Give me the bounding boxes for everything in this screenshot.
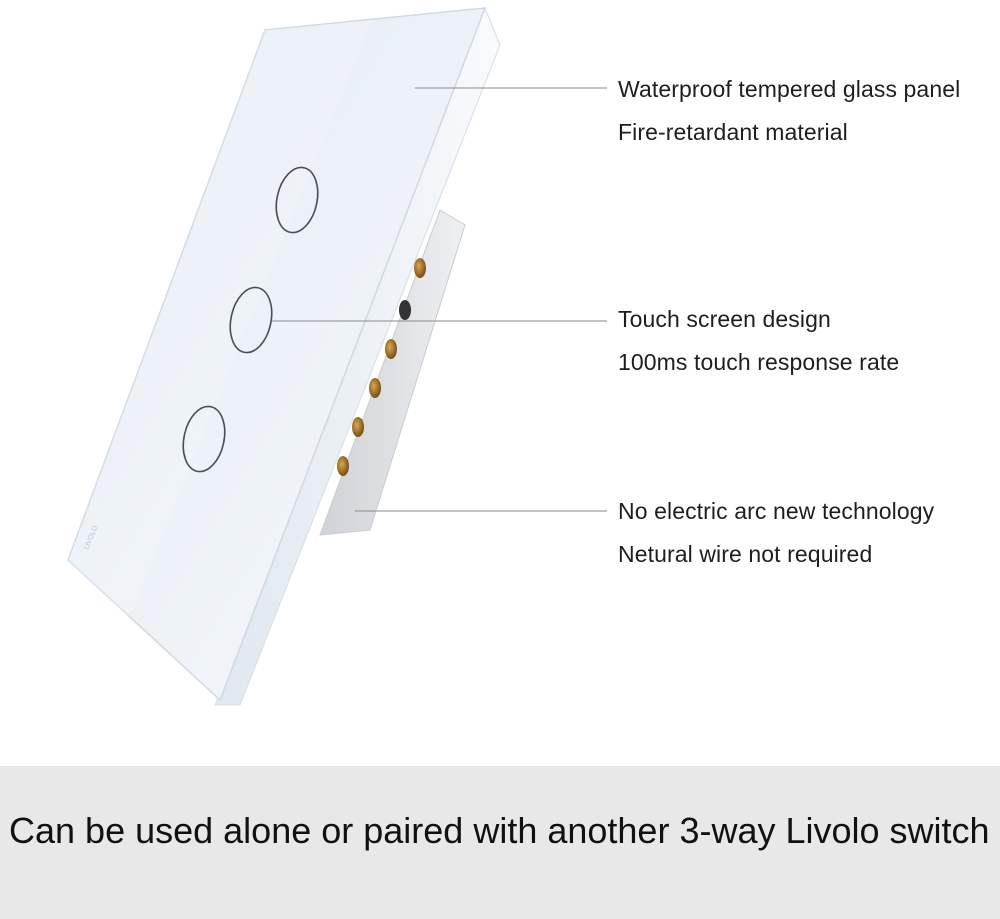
- terminal-screw-3: [385, 339, 397, 359]
- touch-button-3[interactable]: [178, 403, 231, 476]
- glass-panel: [67, 7, 487, 702]
- callout-3-line-1: No electric arc new technology: [618, 498, 935, 524]
- terminal-screw-5: [352, 417, 364, 437]
- touch-button-2[interactable]: [225, 284, 278, 357]
- touch-button-1[interactable]: [271, 164, 324, 237]
- terminal-screw-6: [337, 456, 349, 476]
- callout-2-line-2: 100ms touch response rate: [618, 349, 900, 375]
- footer-band: [0, 766, 1000, 919]
- footer-caption: Can be used alone or paired with another…: [9, 810, 990, 851]
- switch-illustration: LIVOLO: [67, 6, 607, 706]
- callout-3-line-2: Netural wire not required: [618, 541, 873, 567]
- callout-1-line-2: Fire-retardant material: [618, 119, 848, 145]
- callout-1-line-1: Waterproof tempered glass panel: [618, 76, 961, 102]
- callout-2-line-1: Touch screen design: [618, 306, 831, 332]
- terminal-screw-4: [369, 378, 381, 398]
